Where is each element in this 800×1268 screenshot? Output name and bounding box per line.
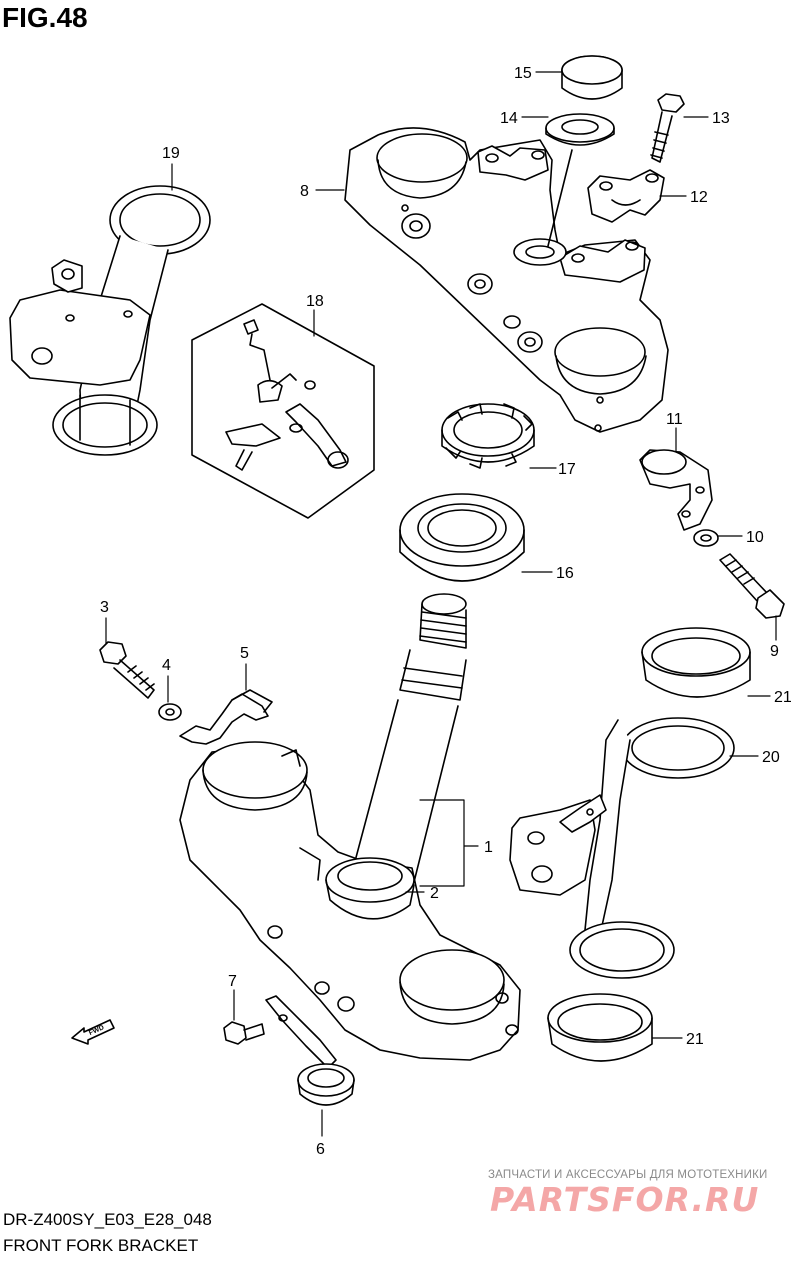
callout-20: 20 xyxy=(762,749,780,766)
part-18-lock-kit xyxy=(191,303,375,519)
model-code: DR-Z400SY_E03_E28_048 xyxy=(3,1210,212,1229)
part-19-meter-bracket xyxy=(9,185,211,456)
callout-14: 14 xyxy=(500,110,518,127)
callout-15: 15 xyxy=(514,65,532,82)
callout-7: 7 xyxy=(228,973,237,990)
watermark-logo: PARTSFOR.RU xyxy=(490,1180,760,1219)
part-13-bolt xyxy=(650,93,685,163)
callout-3: 3 xyxy=(100,599,109,616)
part-20-lamp-bracket xyxy=(509,717,735,979)
part-17-nut xyxy=(441,403,535,469)
callout-17: 17 xyxy=(558,461,576,478)
part-1-steering-stem xyxy=(179,593,521,1061)
callout-9: 9 xyxy=(770,643,779,660)
part-12-handlebar-holder xyxy=(587,169,665,223)
callout-1: 1 xyxy=(484,839,493,856)
figure-title: FIG.48 xyxy=(2,2,88,33)
callout-4: 4 xyxy=(162,657,171,674)
part-10-washer xyxy=(693,529,719,547)
callout-labels: 15 14 13 8 12 19 18 17 16 11 10 9 21 20 … xyxy=(100,65,792,1158)
part-21-seal-lower xyxy=(547,993,653,1062)
callout-21-lower: 21 xyxy=(686,1031,704,1048)
part-11-stopper xyxy=(639,449,713,531)
callout-13: 13 xyxy=(712,110,730,127)
callout-18: 18 xyxy=(306,293,324,310)
callout-19: 19 xyxy=(162,145,180,162)
part-16-bearing xyxy=(399,493,525,582)
part-21-seal-upper xyxy=(641,627,751,698)
callout-21-upper: 21 xyxy=(774,689,792,706)
fwd-arrow-icon: FWD xyxy=(71,1019,115,1045)
callout-12: 12 xyxy=(690,189,708,206)
callout-16: 16 xyxy=(556,565,574,582)
callout-2: 2 xyxy=(430,885,439,902)
part-8-upper-bracket xyxy=(344,127,669,433)
leader-lines xyxy=(105,71,777,1137)
part-5-clip xyxy=(179,689,273,745)
part-7-bolt xyxy=(223,1021,265,1045)
watermark-subtitle: ЗАПЧАСТИ И АКСЕССУАРЫ ДЛЯ МОТОТЕХНИКИ xyxy=(488,1169,768,1181)
part-4-washer xyxy=(158,703,182,721)
callout-11: 11 xyxy=(666,411,683,428)
callout-5: 5 xyxy=(240,645,249,662)
figure-name: FRONT FORK BRACKET xyxy=(3,1236,199,1255)
callout-10: 10 xyxy=(746,529,764,546)
part-6-cushion xyxy=(265,995,355,1106)
part-3-bolt xyxy=(99,641,155,699)
part-14-washer xyxy=(545,113,615,146)
part-15-cap xyxy=(561,55,623,100)
part-9-bolt xyxy=(719,553,785,619)
callout-8: 8 xyxy=(300,183,309,200)
callout-6: 6 xyxy=(316,1141,325,1158)
